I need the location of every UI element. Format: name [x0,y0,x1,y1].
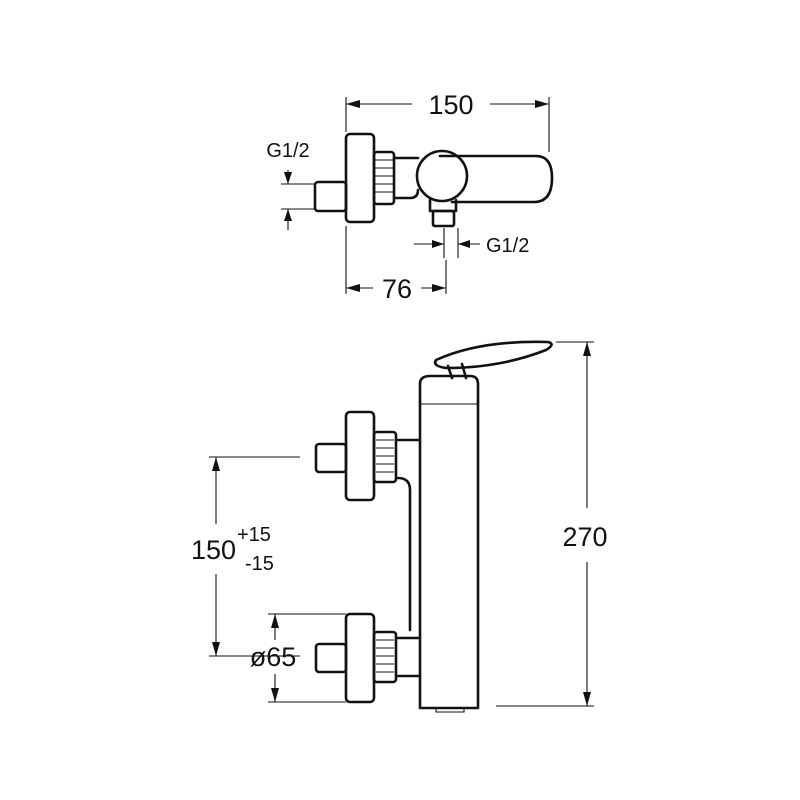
dim-offset-76: 76 [345,226,447,304]
upper-connector-front [396,438,422,632]
cartridge-head-front [418,374,480,404]
upper-rosette-front [344,410,376,502]
outlet-nut-top [431,209,456,228]
body-connector-top [392,156,420,200]
front-view: 270 150 +15 -15 ø65 [191,340,608,713]
dim-rosette-65: ø65 [250,613,346,703]
outlet-bottom-front [435,708,465,713]
lower-threaded-nut [372,630,398,684]
top-view: 150 G1/2 [266,90,554,304]
threaded-nut-top [372,150,396,206]
dim-width-150: 150 [345,90,550,152]
dim-thread-inlet: G1/2 [266,140,316,230]
lower-connector-front [396,636,422,678]
thread-inlet-label: G1/2 [266,140,309,162]
lower-rosette-front [344,612,376,704]
dim-centers-tol-minus: -15 [245,553,274,575]
wall-rosette-top [344,132,376,224]
dim-centers-tol-plus: +15 [237,524,271,546]
mixer-body-front [418,400,480,710]
upper-inlet-stub [314,442,348,474]
lever-top [438,154,554,204]
lower-inlet-stub [314,642,348,674]
mixer-body-circle [415,149,469,203]
dim-rosette-label: ø65 [250,642,297,672]
dim-centers-label: 150 [191,535,236,565]
dim-height-270: 270 [496,341,608,707]
upper-threaded-nut [372,430,398,484]
dim-width-label: 150 [428,90,473,120]
lever-handle-front [433,340,553,370]
dim-centers-150: 150 +15 -15 [191,456,300,657]
dim-offset-label: 76 [382,274,412,304]
thread-outlet-label: G1/2 [486,235,529,257]
dim-thread-outlet: G1/2 [414,228,529,258]
dim-height-label: 270 [562,522,607,552]
inlet-stub-top [313,180,348,213]
